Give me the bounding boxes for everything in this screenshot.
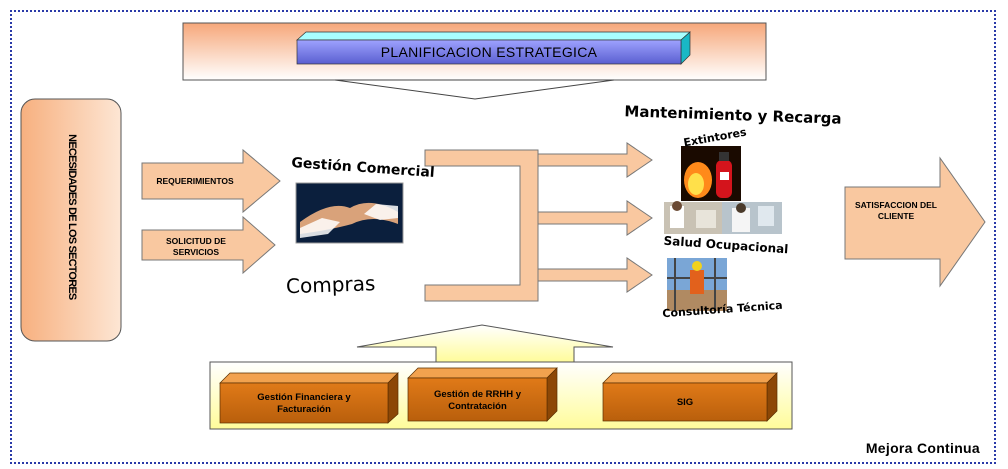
planning-down-arrow xyxy=(334,79,615,100)
finance-box xyxy=(219,382,389,424)
arrow-to-consulting xyxy=(537,257,653,293)
requirements-label: REQUERIMIENTOS xyxy=(156,176,234,186)
planning-box xyxy=(296,39,682,65)
needs-box xyxy=(20,98,122,342)
planning-label: PLANIFICACION ESTRATEGICA xyxy=(380,44,598,60)
satisfaction-arrow xyxy=(844,156,986,288)
consulting-worker-image xyxy=(667,258,727,311)
support-up-arrow xyxy=(356,324,614,363)
services-request-label: SOLICITUD DE SERVICIOS xyxy=(166,236,226,257)
health-lab-image xyxy=(664,201,782,234)
satisfaction-label: SATISFACCION DEL CLIENTE xyxy=(854,200,937,222)
process-connector xyxy=(424,149,539,302)
hr-box xyxy=(407,377,548,422)
sig-box xyxy=(602,382,768,422)
services-request-arrow xyxy=(141,215,276,275)
arrow-to-fire xyxy=(537,142,653,178)
hr-label: Gestión de RRHH y Contratación xyxy=(433,388,522,412)
sig-label: SIG xyxy=(676,397,694,409)
needs-label: NECESIDADES DE LOS SECTORES xyxy=(65,134,78,300)
handshake-image xyxy=(295,182,404,244)
requirements-arrow xyxy=(141,148,281,214)
finance-label: Gestión Financiera y Facturación xyxy=(257,392,351,415)
arrow-to-health xyxy=(537,200,653,236)
purchases-label: Compras xyxy=(285,271,376,299)
fire-extinguisher-image xyxy=(681,146,741,201)
continuous-improvement-label: Mejora Continua xyxy=(865,440,980,456)
diagram-frame xyxy=(10,10,996,464)
